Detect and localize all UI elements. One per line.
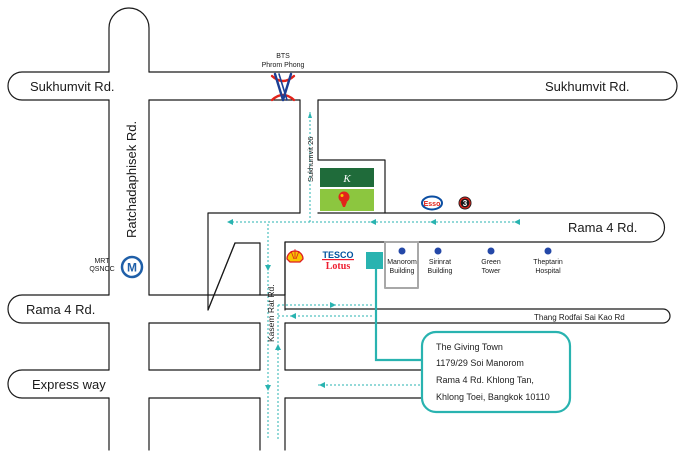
building-theptarin: Theptarin Hospital <box>533 247 563 275</box>
channel3-logo-icon: 3 <box>458 196 472 210</box>
building-green-tower: Green Tower <box>481 247 501 275</box>
route-arrow <box>514 219 520 225</box>
sukhumvit26-road <box>299 99 386 214</box>
mrt-station: MRT QSNCC M <box>89 255 144 279</box>
building-dot-icon <box>487 247 495 255</box>
shell-logo-icon <box>286 249 304 263</box>
route-arrow <box>370 219 376 225</box>
route-arrow <box>319 382 325 388</box>
svg-text:Sirinrat: Sirinrat <box>429 259 451 266</box>
esso-logo-icon: Esso <box>421 195 443 211</box>
lotus-text: Lotus <box>326 261 351 272</box>
k-village-logo-icon <box>320 168 374 187</box>
mrt-station-name: QSNCC <box>89 266 114 273</box>
address-line3: Khlong Toei, Bangkok 10110 <box>436 392 550 402</box>
svg-text:M: M <box>127 261 137 275</box>
svg-text:Esso: Esso <box>424 201 441 208</box>
route-arrow <box>265 265 271 271</box>
building-dot-icon <box>434 247 442 255</box>
road-label-kasem-rat: Kasem Rat Rd. <box>266 284 276 342</box>
svg-text:Manorom: Manorom <box>387 259 417 266</box>
mrt-m-icon: M <box>120 255 144 279</box>
address-line1: 1179/29 Soi Manorom <box>436 358 524 368</box>
svg-text:Building: Building <box>428 268 453 275</box>
road-label-sukhumvit-right: Sukhumvit Rd. <box>545 79 630 94</box>
address-name: The Giving Town <box>436 342 503 352</box>
svg-text:Building: Building <box>390 268 415 275</box>
svg-text:Hospital: Hospital <box>535 268 561 275</box>
bts-train-icon <box>270 72 296 102</box>
route-arrow <box>430 219 436 225</box>
ratchadaphisek-road <box>108 7 150 296</box>
destination-leader-line <box>374 268 436 362</box>
ratchadaphisek-road-lower <box>108 322 150 451</box>
manorom-building-outline <box>384 241 419 289</box>
kasem-rat-slanted <box>207 242 261 311</box>
road-label-rama4-left: Rama 4 Rd. <box>26 302 95 317</box>
building-sirinrat: Sirinrat Building <box>428 247 453 275</box>
road-label-sukhumvit-left: Sukhumvit Rd. <box>30 79 115 94</box>
route-arrow <box>290 313 296 319</box>
address-callout: The Giving Town 1179/29 Soi Manorom Rama… <box>420 330 572 414</box>
tesco-text: TESCO <box>322 250 353 260</box>
road-label-thang-rodfai: Thang Rodfai Sai Kao Rd <box>534 313 625 322</box>
sukhumvit-road-top-edge <box>7 71 110 101</box>
route-dotted <box>228 112 520 440</box>
svg-text:K: K <box>342 173 351 185</box>
balloon-logo-icon <box>338 191 350 207</box>
destination-square-icon <box>366 252 383 269</box>
road-label-ratchadaphisek: Ratchadaphisek Rd. <box>124 121 139 238</box>
route-arrow <box>308 112 312 118</box>
svg-text:3: 3 <box>463 199 468 208</box>
address-line2: Rama 4 Rd. Khlong Tan, <box>436 375 534 385</box>
bts-station-name: Phrom Phong <box>262 62 305 69</box>
route-arrow <box>227 219 233 225</box>
building-manorom: Manorom Building <box>387 247 417 275</box>
route-arrow <box>275 344 281 350</box>
route-arrow <box>330 302 336 308</box>
bts-station: BTS Phrom Phong <box>262 53 305 102</box>
svg-text:Theptarin: Theptarin <box>533 259 563 266</box>
expressway-road <box>7 369 437 399</box>
sukhumvit-road-top-main <box>148 71 678 101</box>
svg-text:Green: Green <box>481 259 501 266</box>
road-label-expressway: Express way <box>32 377 106 392</box>
road-label-sukhumvit26: Sukhumvit 26 <box>306 137 315 182</box>
bts-label: BTS <box>276 53 290 60</box>
building-dot-icon <box>398 247 406 255</box>
road-label-rama4-right: Rama 4 Rd. <box>568 220 637 235</box>
mrt-label: MRT <box>94 258 110 265</box>
tesco-lotus-logo: TESCO Lotus <box>322 250 354 272</box>
rama4-road-upper <box>207 212 666 311</box>
svg-text:Tower: Tower <box>482 268 501 275</box>
kasem-rat-road <box>259 241 286 451</box>
building-dot-icon <box>544 247 552 255</box>
k-village: K <box>320 168 374 211</box>
route-arrow <box>265 385 271 391</box>
rama4-road-lower <box>7 294 671 324</box>
